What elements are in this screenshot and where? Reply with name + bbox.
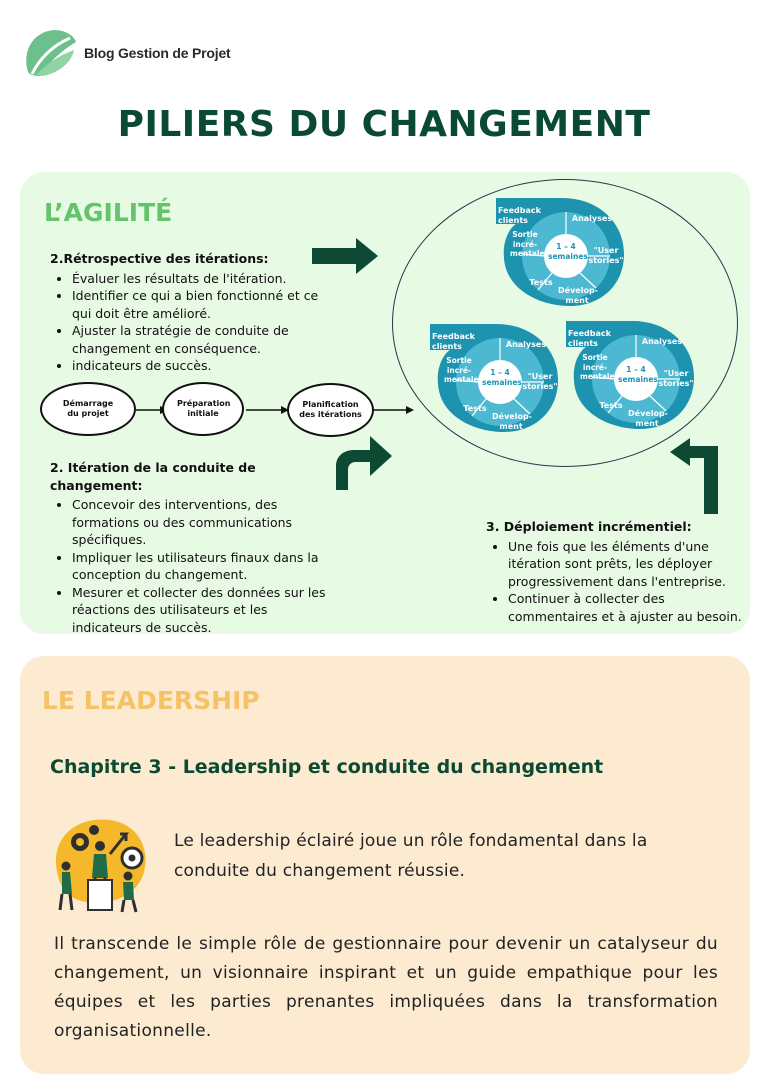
- agile-cycle: Feedback clients Analyses "User stories" Dé…: [430, 322, 560, 434]
- corner-arrow-icon: [670, 438, 718, 514]
- cycle-tests-label: Tests: [599, 401, 623, 410]
- process-step-label: Démarrage du projet: [62, 399, 114, 418]
- deployment-block: 3. Déploiement incrémentiel: Une fois qu…: [486, 518, 742, 625]
- iteration-block: 2. Itération de la conduite de changemen…: [50, 459, 340, 636]
- cycle-analyses-label: Analyses: [505, 340, 547, 349]
- list-item: Une fois que les éléments d'une itératio…: [508, 538, 742, 591]
- list-item: Identifier ce qui a bien fonctionné et c…: [72, 287, 330, 322]
- process-step-preparation: Préparation initiale: [162, 382, 244, 436]
- blog-logo[interactable]: Blog Gestion de Projet: [22, 28, 231, 78]
- cycle-ring: [496, 198, 624, 306]
- cycle-tests-label: Tests: [529, 278, 553, 287]
- cycle-duration-label: 1 – 4 semaines: [482, 368, 522, 387]
- cycle-release-label: Sortie incré- mentale: [444, 356, 479, 384]
- process-step-label: Planification des itérations: [299, 400, 362, 419]
- leadership-body: Il transcende le simple rôle de gestionn…: [54, 934, 718, 1041]
- cycle-user-stories-label: "User stories": [522, 372, 558, 391]
- cycle-analyses-label: Analyses: [641, 337, 683, 346]
- right-arrow-icon: [312, 238, 378, 274]
- chapter-heading: Chapitre 3 - Leadership et conduite du c…: [50, 756, 604, 778]
- retrospective-list: Évaluer les résultats de l'itération. Id…: [50, 270, 330, 375]
- cycle-user-stories-label: "User stories": [658, 369, 694, 388]
- cycle-user-stories-label: "User stories": [588, 246, 624, 265]
- process-step-label: Préparation initiale: [177, 399, 231, 418]
- logo-text: Blog Gestion de Projet: [84, 45, 231, 61]
- cycle-ring: [430, 324, 558, 432]
- retrospective-heading: 2.Rétrospective des itérations:: [50, 251, 269, 266]
- agile-cycles-diagram: [392, 179, 738, 467]
- deployment-list: Une fois que les éléments d'une itératio…: [486, 538, 742, 626]
- cycle-tests-label: Tests: [463, 404, 487, 413]
- list-item: Impliquer les utilisateurs finaux dans l…: [72, 549, 340, 584]
- list-item: Continuer à collecter des commentaires e…: [508, 590, 742, 625]
- agility-title: L’AGILITÉ: [44, 198, 173, 227]
- leadership-intro: Le leadership éclairé joue un rôle fonda…: [174, 831, 648, 881]
- deployment-heading: 3. Déploiement incrémentiel:: [486, 519, 692, 534]
- cycle-development-label: Dévelop- ment: [558, 286, 598, 305]
- cycle-feedback-label: Feedback clients: [498, 206, 541, 225]
- cycle-development-label: Dévelop- ment: [628, 409, 668, 428]
- retrospective-block: 2.Rétrospective des itérations: Évaluer …: [50, 250, 330, 375]
- cycle-analyses-label: Analyses: [571, 214, 613, 223]
- list-item: Ajuster la stratégie de conduite de chan…: [72, 322, 330, 357]
- cycle-development-label: Dévelop- ment: [492, 412, 532, 431]
- process-step-start: Démarrage du projet: [40, 382, 136, 436]
- cycle-ring: [566, 321, 694, 429]
- agile-cycle: Feedback clients Analyses "User stories" Dé…: [496, 196, 626, 308]
- cycle-feedback-label: Feedback clients: [568, 329, 611, 348]
- list-item: Évaluer les résultats de l'itération.: [72, 270, 330, 288]
- page-title: PILIERS DU CHANGEMENT: [117, 104, 651, 145]
- cycle-duration-label: 1 – 4 semaines: [548, 242, 588, 261]
- leadership-title: LE LEADERSHIP: [42, 686, 260, 715]
- team-gears-illustration: [55, 819, 146, 913]
- leaf-logo-icon: [26, 30, 76, 76]
- cycle-release-label: Sortie incré- mentale: [580, 353, 615, 381]
- iteration-heading: 2. Itération de la conduite de changemen…: [50, 460, 256, 493]
- list-item: indicateurs de succès.: [72, 357, 330, 375]
- process-step-planning: Planification des itérations: [287, 383, 374, 437]
- cycle-duration-label: 1 – 4 semaines: [618, 365, 658, 384]
- list-item: Mesurer et collecter des données sur les…: [72, 584, 340, 637]
- list-item: Concevoir des interventions, des formati…: [72, 496, 340, 549]
- iteration-list: Concevoir des interventions, des formati…: [50, 496, 340, 636]
- cycle-feedback-label: Feedback clients: [432, 332, 475, 351]
- agile-cycle: Feedback clients Analyses "User stories" Dé…: [566, 319, 696, 431]
- cycle-release-label: Sortie incré- mentale: [510, 230, 545, 258]
- turn-right-arrow-icon: [336, 436, 392, 490]
